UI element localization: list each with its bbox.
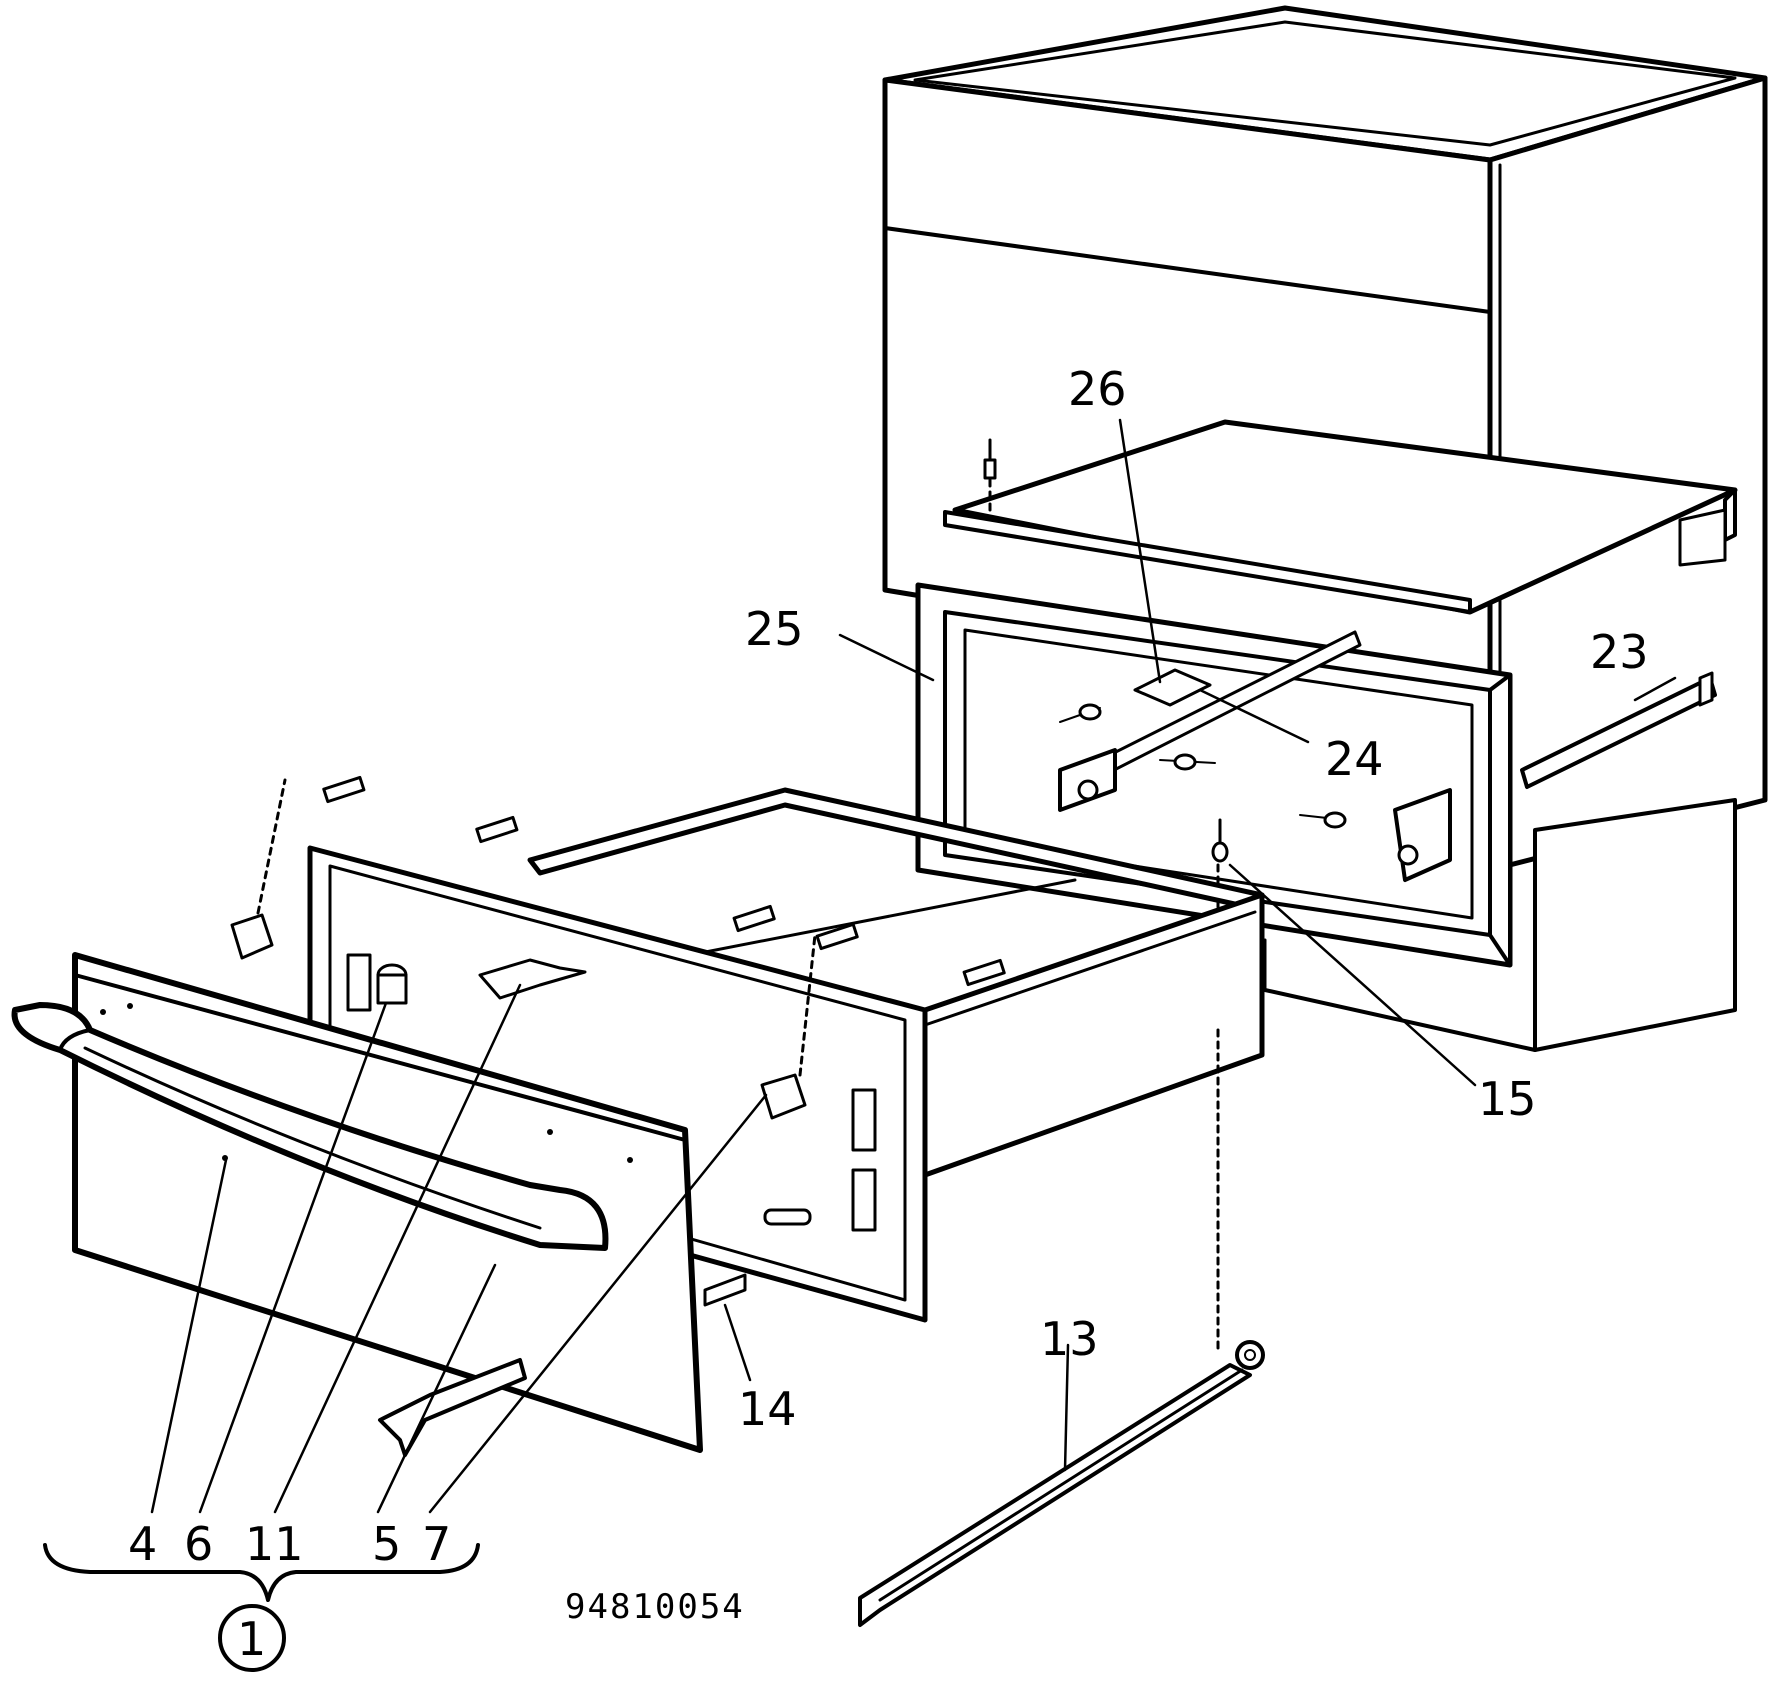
screw-icon — [475, 815, 519, 844]
assembly-label: 1 — [237, 1612, 266, 1666]
screw-icon — [1159, 753, 1216, 771]
part-label-6: 6 — [184, 1517, 213, 1571]
clip-left — [230, 913, 274, 960]
slot — [346, 953, 372, 1012]
screw-icon — [1059, 703, 1102, 723]
slot — [851, 1088, 877, 1152]
drawer-frame — [915, 582, 1513, 968]
cabinet-base — [1533, 798, 1737, 1052]
drawer-handle — [11, 1002, 609, 1251]
screw-icon — [732, 904, 776, 933]
bracket-26 — [1133, 668, 1212, 707]
screw-icon — [815, 922, 859, 951]
screw-icon — [983, 438, 997, 517]
part-label-5: 5 — [372, 1517, 401, 1571]
front-panel — [72, 952, 703, 1453]
part-label-11: 11 — [245, 1517, 304, 1571]
drawer-side — [922, 892, 1265, 1178]
upper-panel — [943, 419, 1738, 615]
screw-icon — [962, 958, 1006, 987]
part-label-4: 4 — [128, 1517, 157, 1571]
assembly-brace — [43, 1543, 480, 1602]
drawer-front-panel — [72, 952, 703, 1453]
hook-11 — [478, 958, 587, 1000]
part-label-15: 15 — [1478, 1072, 1537, 1126]
slot — [851, 1168, 877, 1232]
side-rail-23 — [1520, 671, 1717, 789]
part-label-14: 14 — [738, 1382, 797, 1436]
part-label-13: 13 — [1040, 1312, 1099, 1366]
clip-right — [760, 1073, 807, 1120]
screw-icon — [1299, 811, 1347, 829]
leader-lines — [150, 418, 1677, 1514]
screw-icon — [322, 775, 366, 804]
assembly-circle — [218, 1604, 286, 1672]
part-label-7: 7 — [422, 1517, 451, 1571]
part-label-25: 25 — [745, 602, 804, 656]
slide-rail-13 — [858, 1028, 1265, 1627]
part-label-26: 26 — [1068, 362, 1127, 416]
part-label-24: 24 — [1325, 732, 1384, 786]
drawer-box — [230, 775, 1265, 1323]
part-label-23: 23 — [1590, 625, 1649, 679]
drawing-number: 94810054 — [565, 1587, 745, 1627]
